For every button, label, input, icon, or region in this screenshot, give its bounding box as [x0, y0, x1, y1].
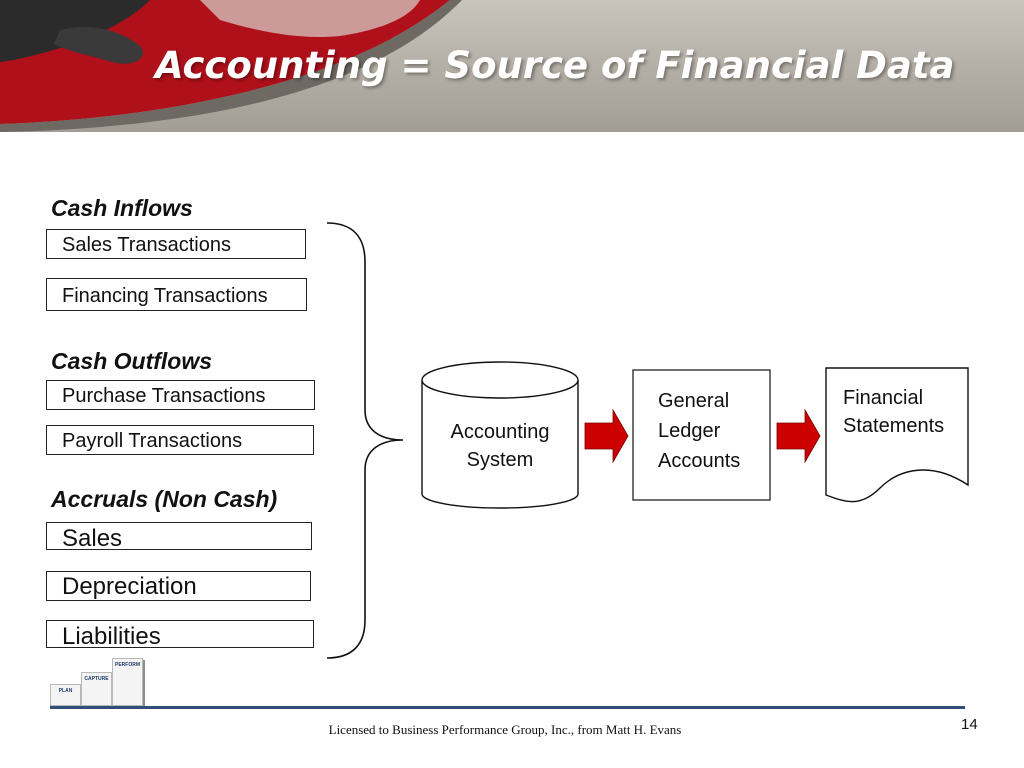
general-ledger-line-1: General: [658, 390, 730, 412]
general-ledger-label: General Ledger Accounts: [658, 386, 740, 476]
cash-inflows-heading: Cash Inflows: [51, 195, 193, 221]
accounting-system-line-2: System: [466, 449, 534, 471]
slide-title: Accounting = Source of Financial Data: [155, 44, 955, 87]
accounting-system-label: Accounting System: [422, 418, 578, 474]
arrow-to-statements: [776, 408, 821, 464]
financial-statements-label: Financial Statements: [843, 384, 944, 440]
payroll-transactions-box: Payroll Transactions: [46, 425, 314, 455]
financial-statements-document: [825, 367, 969, 503]
depreciation-box: Depreciation: [46, 571, 311, 601]
logo-step-plan: PLAN: [50, 684, 81, 706]
financial-statements-line-2: Statements: [843, 415, 945, 437]
financial-statements-line-1: Financial: [843, 387, 924, 409]
dark-puzzle-piece-2: [54, 26, 143, 64]
logo-step-perform: PERFORM: [112, 658, 143, 706]
logo-step-capture: CAPTURE: [81, 672, 112, 706]
liabilities-box: Liabilities: [46, 620, 314, 650]
license-notice: Licensed to Business Performance Group, …: [328, 722, 682, 737]
financing-transactions-box: Financing Transactions: [46, 278, 307, 311]
general-ledger-line-2: Ledger: [658, 420, 721, 442]
plan-capture-perform-logo: PLAN CAPTURE PERFORM: [50, 656, 150, 706]
purchase-transactions-box: Purchase Transactions: [46, 380, 315, 410]
general-ledger-box: [632, 369, 771, 501]
accounting-system-cylinder: [421, 380, 579, 509]
footer-divider: [50, 706, 965, 709]
cash-outflows-heading: Cash Outflows: [51, 348, 213, 374]
arrow-to-ledger: [584, 408, 629, 464]
accruals-heading: Accruals (Non Cash): [51, 486, 278, 512]
grouping-brace: [326, 222, 404, 659]
sales-transactions-box: Sales Transactions: [46, 229, 306, 259]
general-ledger-line-3: Accounts: [658, 450, 741, 472]
accounting-system-line-1: Accounting: [450, 421, 550, 443]
title-banner: Accounting = Source of Financial Data: [0, 0, 1024, 132]
grey-swoosh-edge: [0, 0, 462, 132]
page-number: 14: [961, 716, 978, 733]
sales-accrual-box: Sales: [46, 522, 312, 552]
cylinder-top: [421, 361, 579, 399]
puzzle-banner-art: [0, 0, 462, 132]
light-puzzle-piece: [200, 0, 420, 38]
